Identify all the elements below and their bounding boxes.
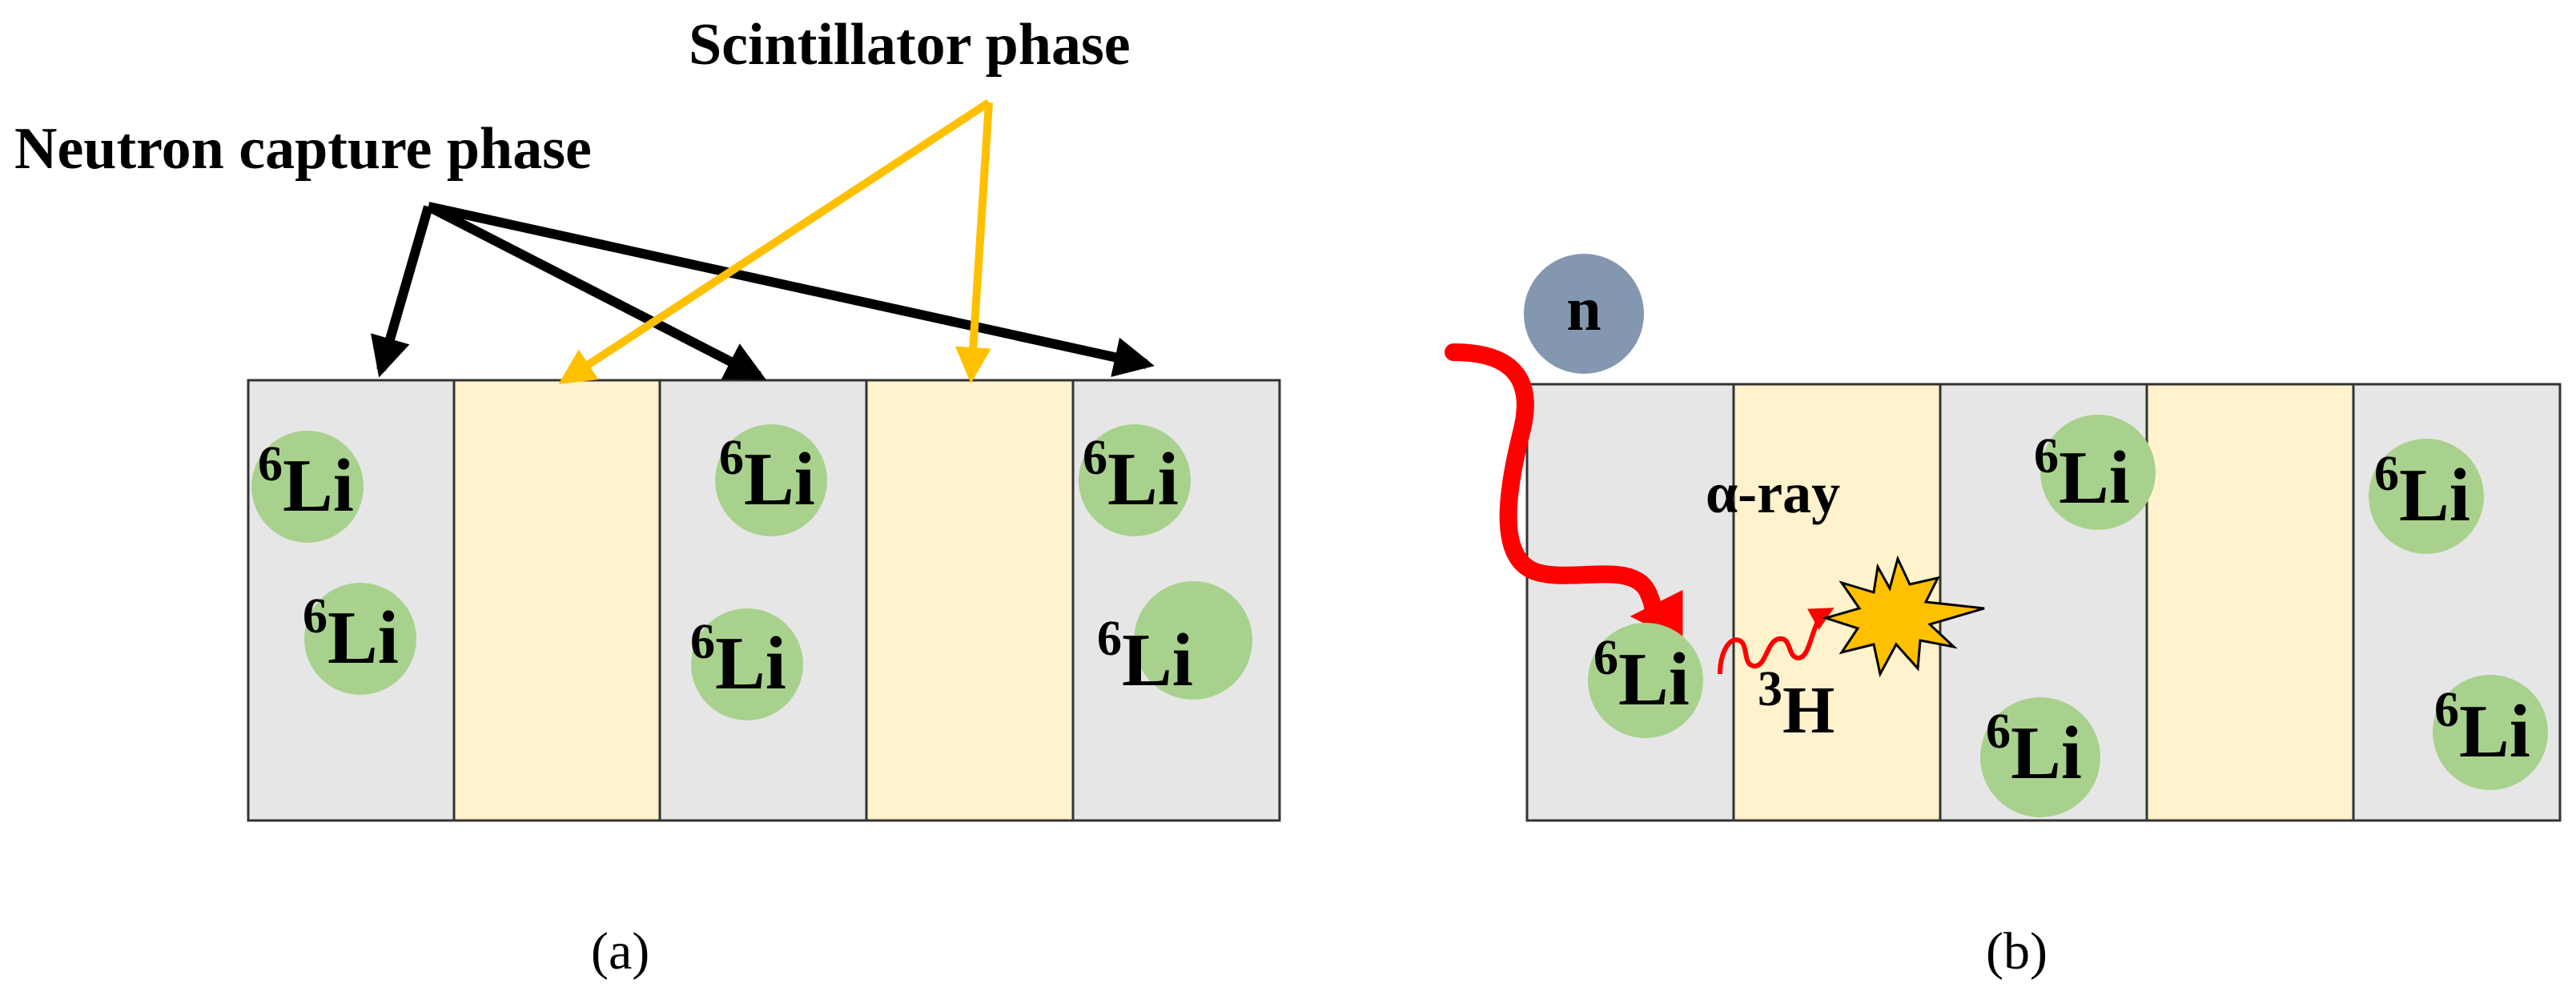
svg-text:6Li: 6Li (2034, 429, 2130, 520)
capture-phase-column (1525, 383, 1735, 822)
neutron: n (1524, 254, 1644, 374)
scintillator-phase-column (2145, 383, 2355, 822)
scintillation-flash (1821, 555, 1985, 678)
caption-b: (b) (1986, 922, 2048, 981)
svg-text:6Li: 6Li (1593, 631, 1690, 721)
li-atom: 6Li (1980, 697, 2100, 817)
neutron-capture-phase-label: Neutron capture phase (14, 116, 592, 182)
svg-text:6Li: 6Li (1986, 704, 2082, 795)
li-atom: 6Li (251, 431, 364, 543)
svg-text:6Li: 6Li (2374, 447, 2470, 537)
tritium-label: 3H (1758, 662, 1835, 748)
panel-b: n 6Li 6Li 6Li 6Li 6Li α-ray (1445, 254, 2562, 981)
li-atom: 6Li (303, 583, 416, 695)
li-atom: 6Li (690, 608, 803, 720)
li-atom: 6Li (2369, 439, 2484, 554)
li-atom: 6Li (2034, 415, 2156, 530)
svg-text:6Li: 6Li (690, 615, 786, 705)
scintillator-phase-column (452, 379, 661, 822)
scintillator-phase-label: Scintillator phase (689, 12, 1131, 78)
svg-text:n: n (1566, 274, 1601, 343)
scintillator-phase-column (865, 379, 1075, 822)
li-atom: 6Li (1588, 623, 1703, 738)
li-atom: 6Li (1079, 424, 1191, 536)
li-atom: 6Li (1097, 581, 1252, 702)
neutron-path-arrow (1445, 343, 1683, 643)
panel-a: 6Li 6Li 6Li 6Li 6Li 6Li Neutron capture … (14, 12, 1281, 981)
svg-text:6Li: 6Li (2434, 683, 2530, 773)
svg-text:6Li: 6Li (1083, 431, 1179, 521)
svg-text:6Li: 6Li (303, 589, 399, 680)
svg-text:6Li: 6Li (719, 431, 815, 521)
tritium-track-arrow (1718, 608, 1835, 675)
alpha-ray-label: α-ray (1706, 461, 1840, 525)
svg-text:6Li: 6Li (258, 437, 354, 528)
capture-phase-arrows (370, 202, 1155, 381)
scintillator-phase-arrows (558, 98, 993, 384)
caption-a: (a) (591, 922, 649, 981)
li-atom: 6Li (2433, 675, 2548, 790)
svg-text:6Li: 6Li (1097, 612, 1193, 702)
li-atom: 6Li (715, 424, 827, 536)
